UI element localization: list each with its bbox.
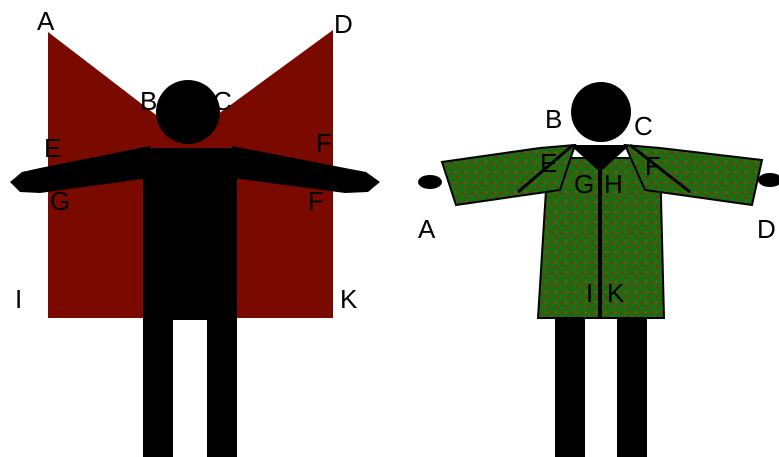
right-figure-left-hand [418, 175, 442, 189]
right-figure-left-leg [555, 315, 585, 457]
label-C: C [634, 111, 653, 141]
label-B: B [545, 104, 562, 134]
label-D: D [757, 214, 776, 244]
label-F-upper: F [316, 128, 332, 158]
left-figure: A D B C E F G F I K [10, 6, 380, 457]
label-I: I [586, 278, 593, 308]
label-A: A [37, 6, 55, 36]
label-F: F [645, 151, 661, 181]
label-D: D [334, 9, 353, 39]
label-B: B [140, 86, 157, 116]
left-figure-head [156, 80, 220, 144]
left-figure-right-leg [207, 310, 237, 457]
label-H: H [604, 169, 623, 199]
label-K: K [607, 278, 625, 308]
right-figure-right-leg [617, 315, 647, 457]
label-F-lower: F [308, 186, 324, 216]
left-figure-left-leg [143, 310, 173, 457]
label-I: I [15, 284, 22, 314]
label-G: G [50, 186, 70, 216]
left-figure-torso [143, 148, 237, 320]
right-figure-head [571, 82, 631, 142]
label-E: E [44, 133, 61, 163]
label-K: K [340, 284, 358, 314]
label-G: G [574, 169, 594, 199]
label-C: C [213, 86, 232, 116]
label-A: A [418, 214, 436, 244]
right-figure: B C E G H F A D I K [418, 82, 779, 457]
label-E: E [540, 148, 557, 178]
right-figure-right-hand [758, 173, 779, 187]
